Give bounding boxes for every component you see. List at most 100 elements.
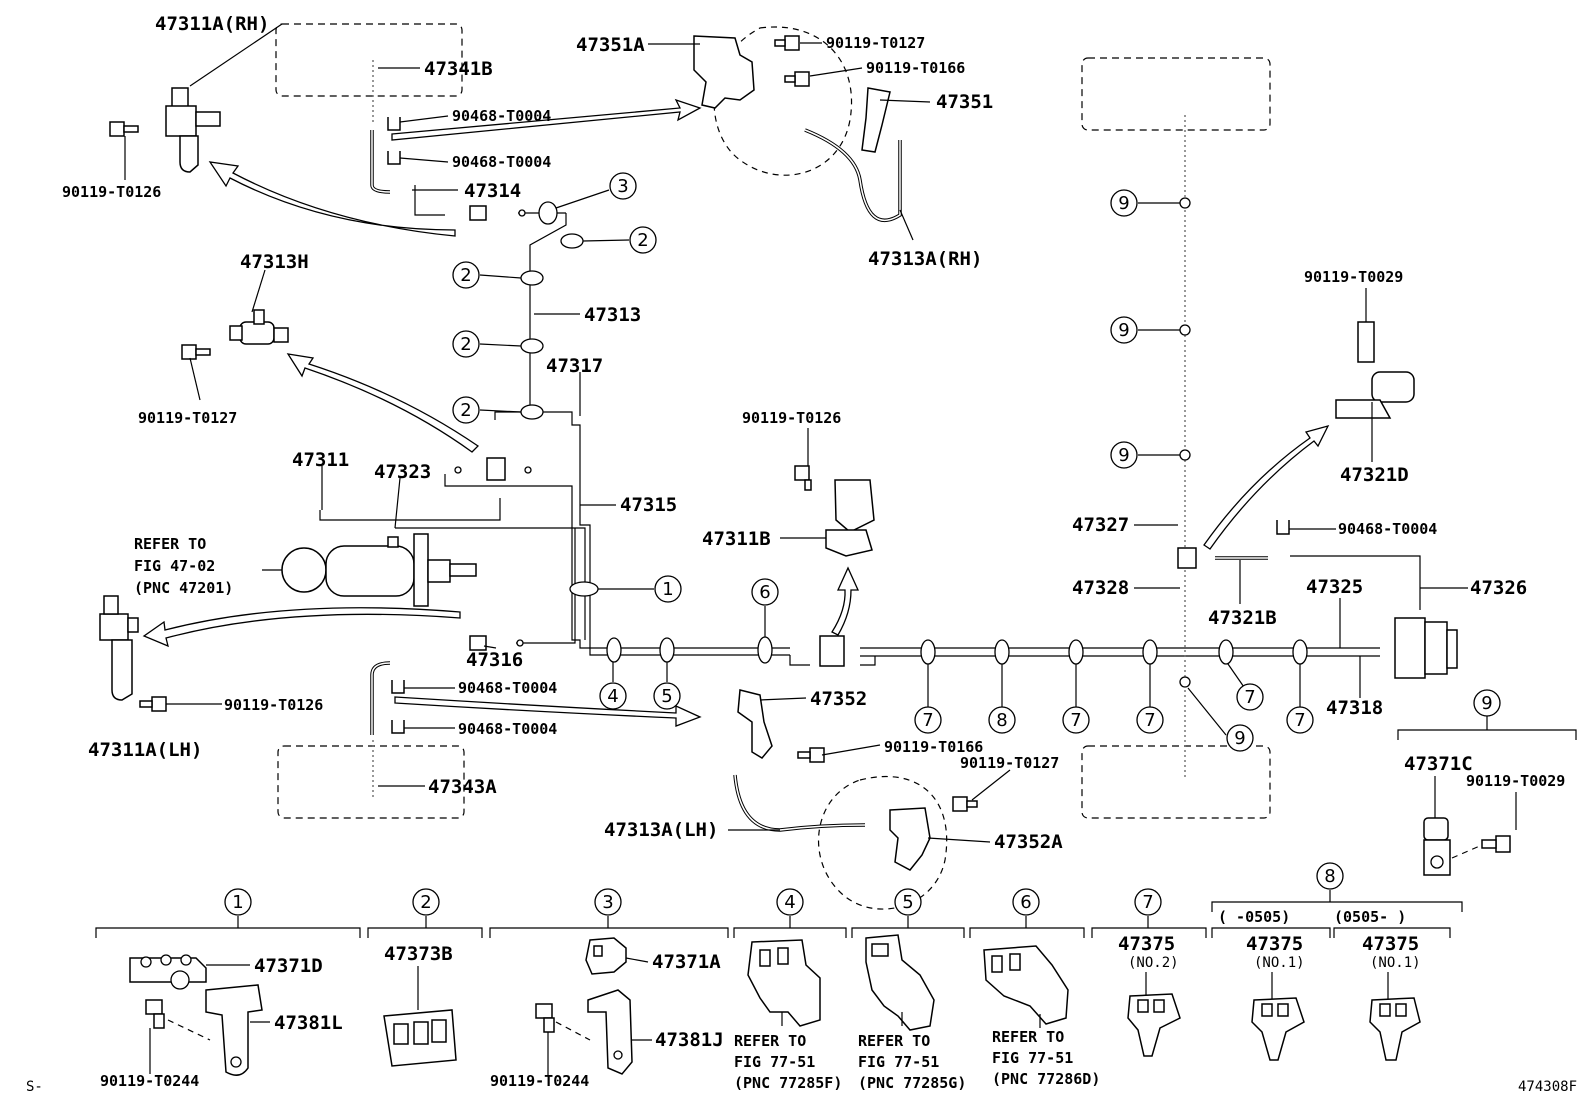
svg-text:2: 2 (420, 892, 431, 913)
clamp-8 (994, 639, 1010, 665)
label-47352A: 47352A (994, 831, 1063, 853)
label-90119-T0029: 90119-T0029 (1304, 268, 1403, 286)
svg-text:2: 2 (460, 334, 471, 355)
refer-fig-47-02-line1: REFER TO (134, 535, 206, 553)
clip-pin-icon (387, 151, 401, 165)
label-47371C: 47371C (1404, 753, 1473, 775)
callout-5: 5 (653, 682, 681, 710)
label-90119-T0029: 90119-T0029 (1466, 772, 1565, 790)
label-47327: 47327 (1072, 514, 1129, 536)
clamp-7c (1142, 639, 1158, 665)
clip-9b (1179, 324, 1191, 336)
label-range-late: (0505- ) (1334, 908, 1406, 926)
svg-text:5: 5 (661, 686, 672, 707)
reference-box-bottom-right (1081, 745, 1271, 819)
clamp-3 (538, 201, 558, 225)
label-90119-T0126: 90119-T0126 (62, 183, 161, 201)
reference-box-top-left (275, 23, 463, 97)
label-47318: 47318 (1326, 697, 1383, 719)
callout-2: 2 (629, 226, 657, 254)
valve-47326 (1394, 617, 1458, 679)
label-90468-T0004: 90468-T0004 (458, 720, 557, 738)
label-range-early: ( -0505) (1218, 908, 1290, 926)
svg-text:7: 7 (1142, 892, 1153, 913)
label-90119-T0127: 90119-T0127 (960, 754, 1059, 772)
footer-figure-id: 474308F (1518, 1079, 1577, 1095)
svg-text:4: 4 (607, 686, 618, 707)
callout-7: 7 (1236, 683, 1264, 711)
clip-pin-icon (387, 117, 401, 131)
refer-fig-47-02-line2: FIG 47-02 (134, 557, 215, 575)
label-47314: 47314 (464, 180, 521, 202)
bolt-icon (109, 121, 139, 137)
svg-text:1: 1 (232, 892, 243, 913)
callout-2: 2 (452, 261, 480, 289)
svg-text:6: 6 (1020, 892, 1031, 913)
bracket-47352 (737, 689, 773, 759)
callout-2: 2 (412, 888, 440, 916)
refer-77286D-line1: REFER TO (992, 1028, 1064, 1046)
pipe-47311B-out (860, 656, 876, 666)
refer-77285F-line1: REFER TO (734, 1032, 806, 1050)
reference-box-top-right (1081, 57, 1271, 131)
clip-77285F (747, 939, 821, 1027)
clamp-1 (569, 581, 599, 597)
label-no1-early: (NO.1) (1254, 955, 1305, 971)
svg-text:3: 3 (617, 176, 628, 197)
clip-77286D (983, 945, 1069, 1025)
bolt-icon (952, 796, 978, 812)
hose-lower-left (370, 661, 391, 735)
callout-9: 9 (1110, 441, 1138, 469)
label-47321D: 47321D (1340, 464, 1409, 486)
refer-77286D-line3: (PNC 77286D) (992, 1070, 1100, 1088)
callout-1: 1 (654, 575, 682, 603)
callout-9: 9 (1110, 316, 1138, 344)
label-47375-no2: 47375 (1118, 933, 1175, 955)
label-47352: 47352 (810, 688, 867, 710)
svg-text:7: 7 (922, 710, 933, 731)
bolt-icon (1481, 835, 1511, 853)
clip-47371C (1423, 817, 1451, 876)
bracket-47311B (825, 479, 875, 557)
label-47351: 47351 (936, 91, 993, 113)
clip-9d (1179, 676, 1191, 688)
svg-text:6: 6 (759, 582, 770, 603)
group-bracket-5 (851, 927, 965, 938)
bracket-47351A (693, 35, 755, 109)
clip-77285G (865, 934, 935, 1031)
label-47311B: 47311B (702, 528, 771, 550)
svg-text:4: 4 (784, 892, 795, 913)
bolt-icon (797, 747, 825, 763)
svg-text:2: 2 (637, 230, 648, 251)
label-90468-T0004: 90468-T0004 (452, 153, 551, 171)
label-47313: 47313 (584, 304, 641, 326)
refer-77285G-line1: REFER TO (858, 1032, 930, 1050)
label-47317: 47317 (546, 355, 603, 377)
svg-text:9: 9 (1481, 693, 1492, 714)
label-90119-T0126: 90119-T0126 (742, 409, 841, 427)
svg-text:8: 8 (996, 710, 1007, 731)
svg-text:9: 9 (1234, 728, 1245, 749)
callout-2: 2 (452, 396, 480, 424)
label-47311: 47311 (292, 449, 349, 471)
label-47325: 47325 (1306, 576, 1363, 598)
refer-77285F-line2: FIG 77-51 (734, 1053, 815, 1071)
svg-text:9: 9 (1118, 445, 1129, 466)
bolt-icon (145, 999, 165, 1029)
callout-1: 1 (224, 888, 252, 916)
callout-9: 9 (1226, 724, 1254, 752)
junction-47323 (486, 457, 506, 481)
clip-47375-no2 (1127, 993, 1181, 1057)
label-90119-T0127: 90119-T0127 (138, 409, 237, 427)
label-90119-T0166: 90119-T0166 (866, 59, 965, 77)
arrow-to-47311A-lh (142, 607, 461, 648)
group-bracket-7 (1091, 927, 1207, 938)
group-bracket-8 (1211, 901, 1463, 912)
pipe-master-link-b (395, 527, 586, 640)
label-90468-T0004: 90468-T0004 (1338, 520, 1437, 538)
label-90468-T0004: 90468-T0004 (452, 107, 551, 125)
bolt-icon (535, 1003, 555, 1033)
label-no2: (NO.2) (1128, 955, 1179, 971)
group-bracket-3 (489, 927, 729, 938)
refer-77285G-line2: FIG 77-51 (858, 1053, 939, 1071)
